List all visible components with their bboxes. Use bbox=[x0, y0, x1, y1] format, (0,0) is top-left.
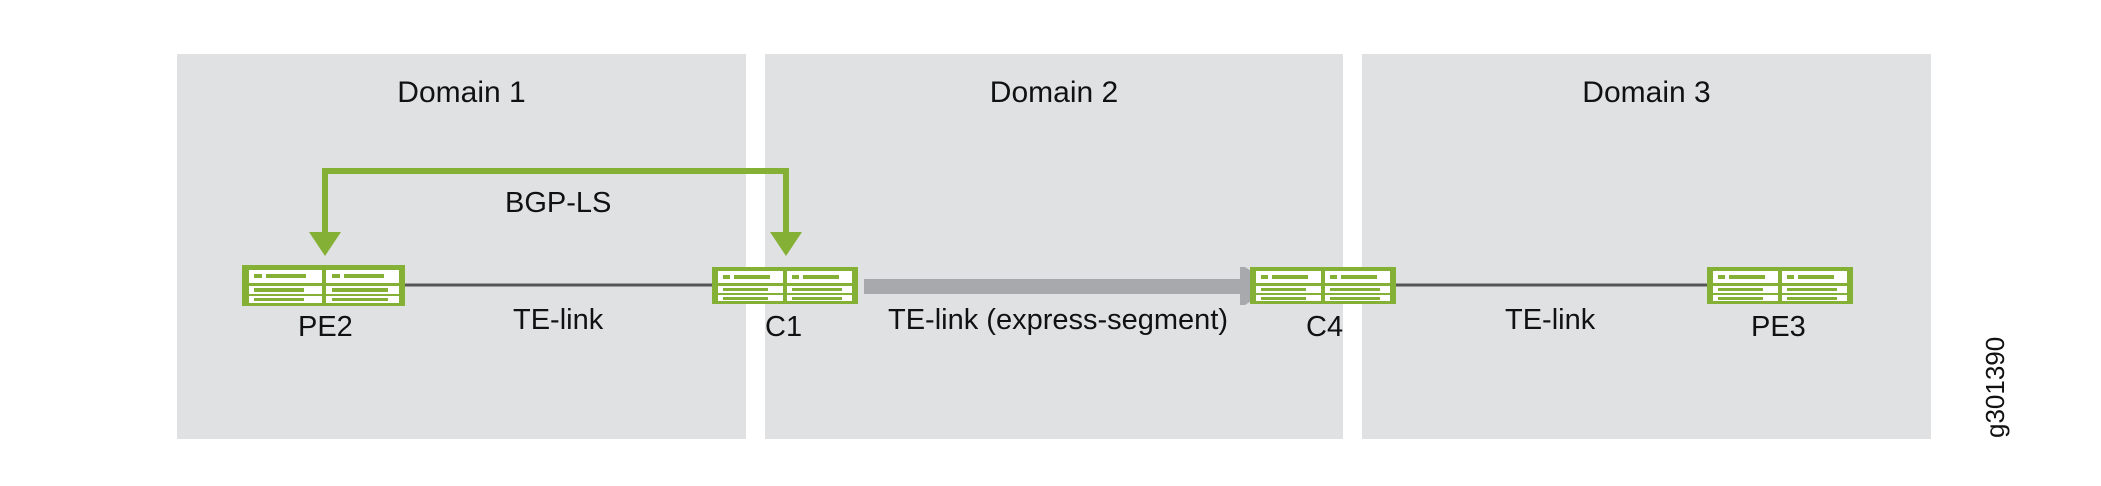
domain-1-panel: Domain 1 bbox=[177, 54, 746, 439]
router-c4-icon bbox=[1250, 267, 1396, 304]
link-label-express-segment: TE-link (express-segment) bbox=[888, 304, 1229, 336]
domain-3-panel: Domain 3 bbox=[1362, 54, 1931, 439]
domain-2-title: Domain 2 bbox=[989, 76, 1119, 109]
device-label-c4: C4 bbox=[1306, 311, 1344, 343]
device-label-pe3: PE3 bbox=[1751, 311, 1806, 343]
router-pe2-icon bbox=[242, 265, 405, 306]
figure-id: g301390 bbox=[1980, 336, 2010, 438]
bgp-ls-bracket-arrow bbox=[309, 168, 802, 256]
express-segment-arrow bbox=[864, 267, 1274, 305]
router-c1-icon bbox=[712, 267, 858, 304]
router-pe3-icon bbox=[1707, 267, 1853, 304]
device-label-c1: C1 bbox=[765, 311, 803, 343]
domain-3-title: Domain 3 bbox=[1582, 76, 1711, 109]
device-label-pe2: PE2 bbox=[298, 311, 353, 343]
domain-1-title: Domain 1 bbox=[397, 76, 526, 109]
link-label-c4-pe3: TE-link bbox=[1505, 304, 1596, 336]
bgp-ls-label: BGP-LS bbox=[505, 187, 612, 219]
domain-2-panel: Domain 2 bbox=[765, 54, 1343, 439]
link-label-pe2-c1: TE-link bbox=[513, 304, 604, 336]
